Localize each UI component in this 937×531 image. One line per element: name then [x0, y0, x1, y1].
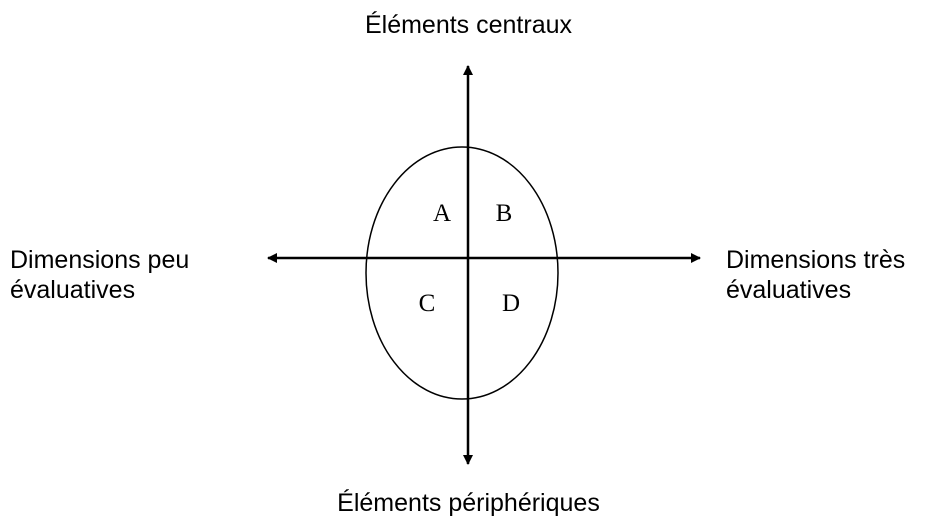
quadrant-b-label: B [495, 200, 513, 227]
quadrant-c-label: C [418, 290, 436, 317]
top-axis-label: Éléments centraux [364, 11, 573, 39]
right-axis-label-line-2: évaluatives [726, 276, 852, 304]
central-ellipse [365, 146, 559, 400]
bottom-axis-label: Éléments périphériques [337, 489, 600, 517]
right-axis-label: Dimensions très évaluatives [726, 245, 905, 305]
quadrant-d-label: D [501, 290, 521, 317]
left-axis-label-line-2: évaluatives [10, 276, 136, 304]
right-axis-label-line-1: Dimensions très [726, 246, 906, 274]
quadrant-a-label: A [432, 200, 452, 227]
left-axis-label-line-1: Dimensions peu [10, 246, 190, 274]
left-axis-label: Dimensions peu évaluatives [10, 245, 189, 305]
